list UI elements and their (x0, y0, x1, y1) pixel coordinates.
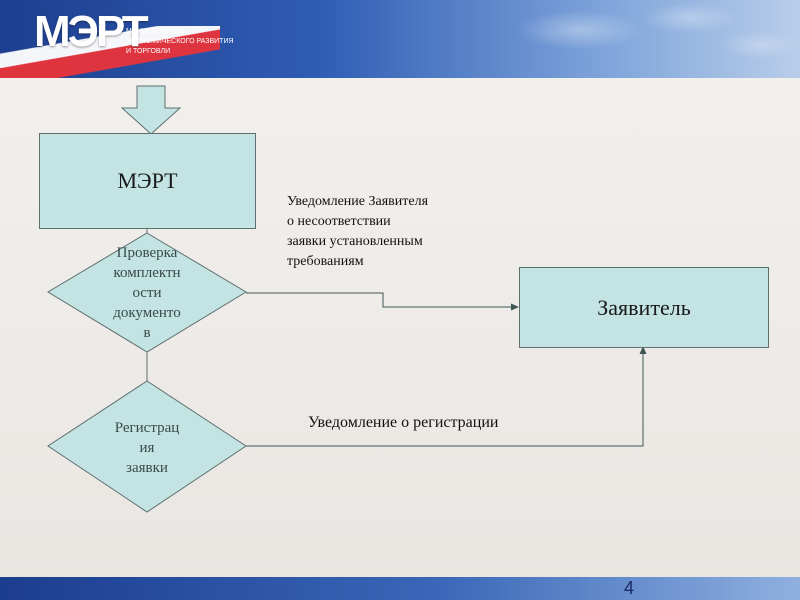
mismatch-line-4: требованиям (287, 254, 364, 269)
check-line-5: в (143, 325, 151, 341)
check-line-4: документо (113, 305, 181, 321)
mismatch-line-2: о несоответствии (287, 214, 391, 229)
reg-line-1: Регистрац (114, 420, 180, 436)
mert-box: МЭРТ (39, 133, 256, 229)
reg-line-2: ия (139, 440, 155, 456)
reg-line-3: заявки (126, 460, 168, 476)
applicant-box: Заявитель (519, 267, 769, 348)
mert-label: МЭРТ (117, 168, 178, 193)
registration-diamond (47, 380, 247, 513)
flag-stripe-graphic (0, 26, 220, 78)
slide-header: МЭРТ МИНИСТЕРСТВО ЭКОНОМИЧЕСКОГО РАЗВИТИ… (0, 0, 800, 78)
arrowhead-up (639, 346, 647, 354)
check-diamond-label: Проверка комплектн ости документо в (97, 243, 197, 343)
connector-check-applicant (246, 292, 514, 308)
russia-map-graphic (460, 0, 800, 78)
arrowhead-right (511, 303, 519, 311)
page-number: 4 (623, 578, 634, 598)
ministry-name: МИНИСТЕРСТВО ЭКОНОМИЧЕСКОГО РАЗВИТИЯ И Т… (126, 28, 234, 55)
check-line-3: ости (132, 285, 162, 301)
check-line-2: комплектн (113, 265, 181, 281)
registration-diamond-label: Регистрац ия заявки (97, 418, 197, 478)
check-line-1: Проверка (116, 245, 178, 261)
applicant-label: Заявитель (597, 294, 691, 320)
mismatch-notification: Уведомление Заявителя о несоответствии з… (287, 192, 507, 272)
registration-notification: Уведомление о регистрации (308, 414, 499, 431)
slide-footer: 4 (0, 577, 800, 600)
ministry-logo: МЭРТ (34, 7, 149, 56)
mismatch-line-1: Уведомление Заявителя (287, 194, 429, 209)
incoming-arrow (120, 85, 182, 135)
connector-registration-applicant (246, 352, 644, 447)
check-diamond (47, 232, 247, 353)
mismatch-line-3: заявки установленным (287, 234, 423, 249)
